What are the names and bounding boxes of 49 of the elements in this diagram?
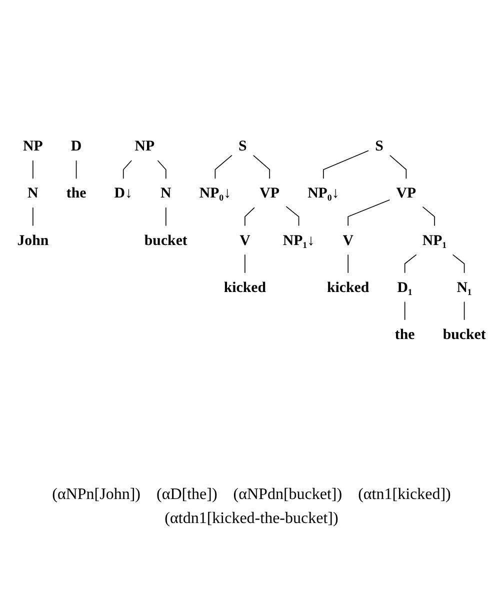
node-text: VP <box>396 184 416 201</box>
node-text: NP₁ <box>422 231 447 248</box>
node-text: bucket <box>144 231 188 248</box>
connector <box>404 301 406 320</box>
node-text: D₁ <box>397 278 412 295</box>
node-text: NP₁↓ <box>282 231 315 248</box>
tree-caption: (αNPn[John]) <box>52 486 140 504</box>
connector <box>157 160 166 179</box>
node-text: N <box>160 184 172 201</box>
node-text: NP₀↓ <box>308 184 340 201</box>
node-text: the <box>394 325 415 342</box>
node-text: S <box>375 137 384 154</box>
node-text: John <box>17 231 49 248</box>
tree-caption: (αtdn1[kicked-the-bucket]) <box>164 510 338 528</box>
connector <box>32 160 34 179</box>
node-text: D <box>70 137 82 154</box>
connector <box>404 254 417 274</box>
connector <box>165 206 166 226</box>
node-text: N <box>28 184 38 201</box>
connector <box>452 254 465 274</box>
connector <box>464 301 465 320</box>
node-text: D↓ <box>114 184 132 201</box>
connector <box>286 206 300 226</box>
connector <box>253 154 270 179</box>
tree-caption: (αtn1[kicked]) <box>358 486 451 504</box>
node-text: the <box>66 184 86 201</box>
node-text: S <box>238 137 247 154</box>
node-text: NP <box>23 137 43 154</box>
node-text: N₁ <box>456 278 472 295</box>
node-text: kicked <box>224 278 266 295</box>
node-text: V <box>342 231 354 248</box>
node-text: V <box>240 231 250 248</box>
connector <box>32 206 34 226</box>
connector <box>390 154 407 179</box>
connector <box>323 150 369 179</box>
connector <box>76 160 77 179</box>
connector <box>244 206 255 226</box>
connector <box>348 199 390 226</box>
tree-caption: (αD[the]) <box>156 486 218 504</box>
connector <box>214 154 232 179</box>
tree-caption: (αNPdn[bucket]) <box>233 486 342 504</box>
node-text: VP <box>260 184 280 201</box>
connector <box>244 254 246 274</box>
node-text: NP <box>134 137 155 154</box>
node-text: NP₀↓ <box>199 184 232 201</box>
node-text: bucket <box>442 325 486 342</box>
connector <box>422 206 435 226</box>
node-text: kicked <box>327 278 370 295</box>
connector <box>122 160 132 179</box>
